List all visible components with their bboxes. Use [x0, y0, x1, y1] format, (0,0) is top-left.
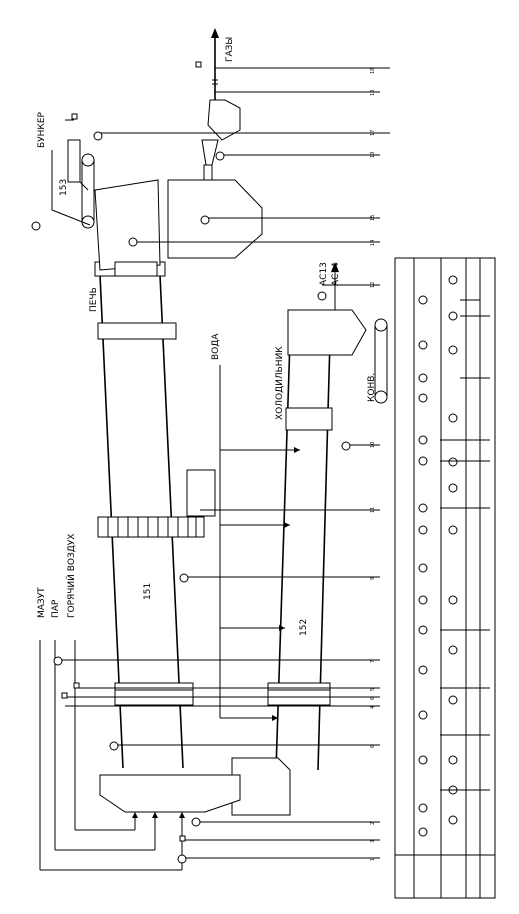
- label-steam: ПАР: [51, 599, 61, 618]
- line-number: 15: [370, 215, 376, 221]
- line-number: 10: [370, 442, 376, 448]
- water-lines: [219, 365, 300, 721]
- cooler: [231, 309, 367, 816]
- girth-gear: [97, 469, 216, 538]
- cooler-outlet-arrow: [331, 262, 339, 272]
- clinker-conveyor: [374, 318, 388, 404]
- line-number: 6: [370, 697, 376, 700]
- line-number: 18: [370, 90, 376, 96]
- line-number: 3: [370, 840, 376, 843]
- instrument-panel: [394, 257, 496, 899]
- label-cooler-number: 152: [299, 619, 309, 636]
- line-number: 9: [370, 577, 376, 580]
- line-number: 4: [370, 706, 376, 709]
- line-number: 7: [370, 660, 376, 663]
- feeder-conveyor: [51, 119, 95, 229]
- gas-cyclone: [201, 35, 241, 181]
- line-number: 11: [370, 507, 376, 513]
- line-number: 1: [370, 858, 376, 861]
- instrument-bubbles: [31, 61, 351, 864]
- label-hot-air: ГОРЯЧИЙ ВОЗДУХ: [65, 534, 77, 618]
- line-number: 17: [370, 130, 376, 136]
- line-number: 18: [370, 68, 376, 74]
- kiln-inlet-head: [94, 179, 263, 277]
- line-number: 6: [370, 745, 376, 748]
- label-cooler: ХОЛОДИЛЬНИК: [275, 346, 285, 420]
- label-ac14: АС14: [331, 262, 341, 286]
- label-ac13: АС13: [319, 262, 329, 286]
- label-mazut: МАЗУТ: [37, 587, 47, 618]
- firing-hood: [99, 774, 241, 870]
- line-number: 14: [370, 240, 376, 246]
- supply-lines: [39, 640, 185, 871]
- label-kiln: ПЕЧЬ: [89, 287, 99, 312]
- label-bunker: БУНКЕР: [37, 111, 47, 148]
- line-number: 2: [370, 822, 376, 825]
- label-conveyor: КОНВ.: [367, 373, 377, 402]
- label-feeder-number: 153: [59, 179, 69, 196]
- rotary-kiln: [94, 261, 194, 769]
- gas-outlet-arrow: [211, 28, 219, 38]
- signal-lines: [58, 67, 390, 859]
- line-number: 12: [370, 282, 376, 288]
- line-number: 13: [370, 152, 376, 158]
- label-gases: ГАЗЫ: [225, 37, 235, 62]
- label-kiln-number: 151: [143, 583, 153, 600]
- label-water: ВОДА: [211, 333, 221, 360]
- line-number-tags: 18 18 17 13 15 14 12 10 11 9 7 5 6 4 6 2…: [370, 68, 376, 861]
- line-number: 5: [370, 688, 376, 691]
